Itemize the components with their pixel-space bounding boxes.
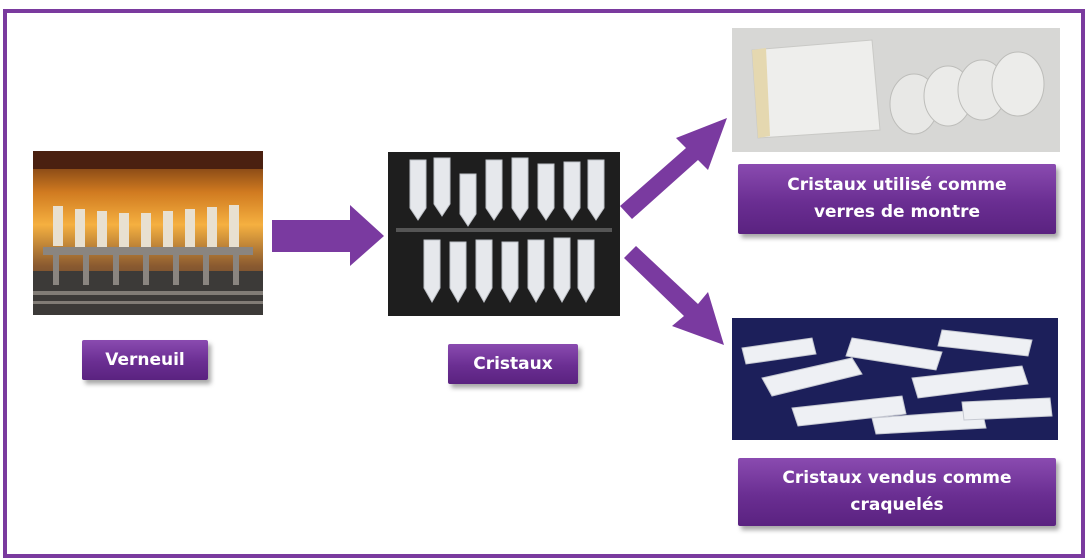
verneuil-label-text: Verneuil [105, 350, 185, 370]
crystals-rack-photo [388, 152, 620, 316]
crackled-label-text: Cristaux vendus comme craquelés [767, 465, 1027, 519]
watch-glass-label-text: Cristaux utilisé comme verres de montre [772, 172, 1022, 226]
watch-glass-photo [732, 28, 1060, 152]
cristaux-label-text: Cristaux [473, 354, 552, 374]
verneuil-furnace-photo [33, 151, 263, 315]
cristaux-label: Cristaux [448, 344, 578, 384]
watch-glass-label: Cristaux utilisé comme verres de montre [738, 164, 1056, 234]
verneuil-label: Verneuil [82, 340, 208, 380]
crackled-crystals-photo [732, 318, 1058, 440]
crackled-label: Cristaux vendus comme craquelés [738, 458, 1056, 526]
